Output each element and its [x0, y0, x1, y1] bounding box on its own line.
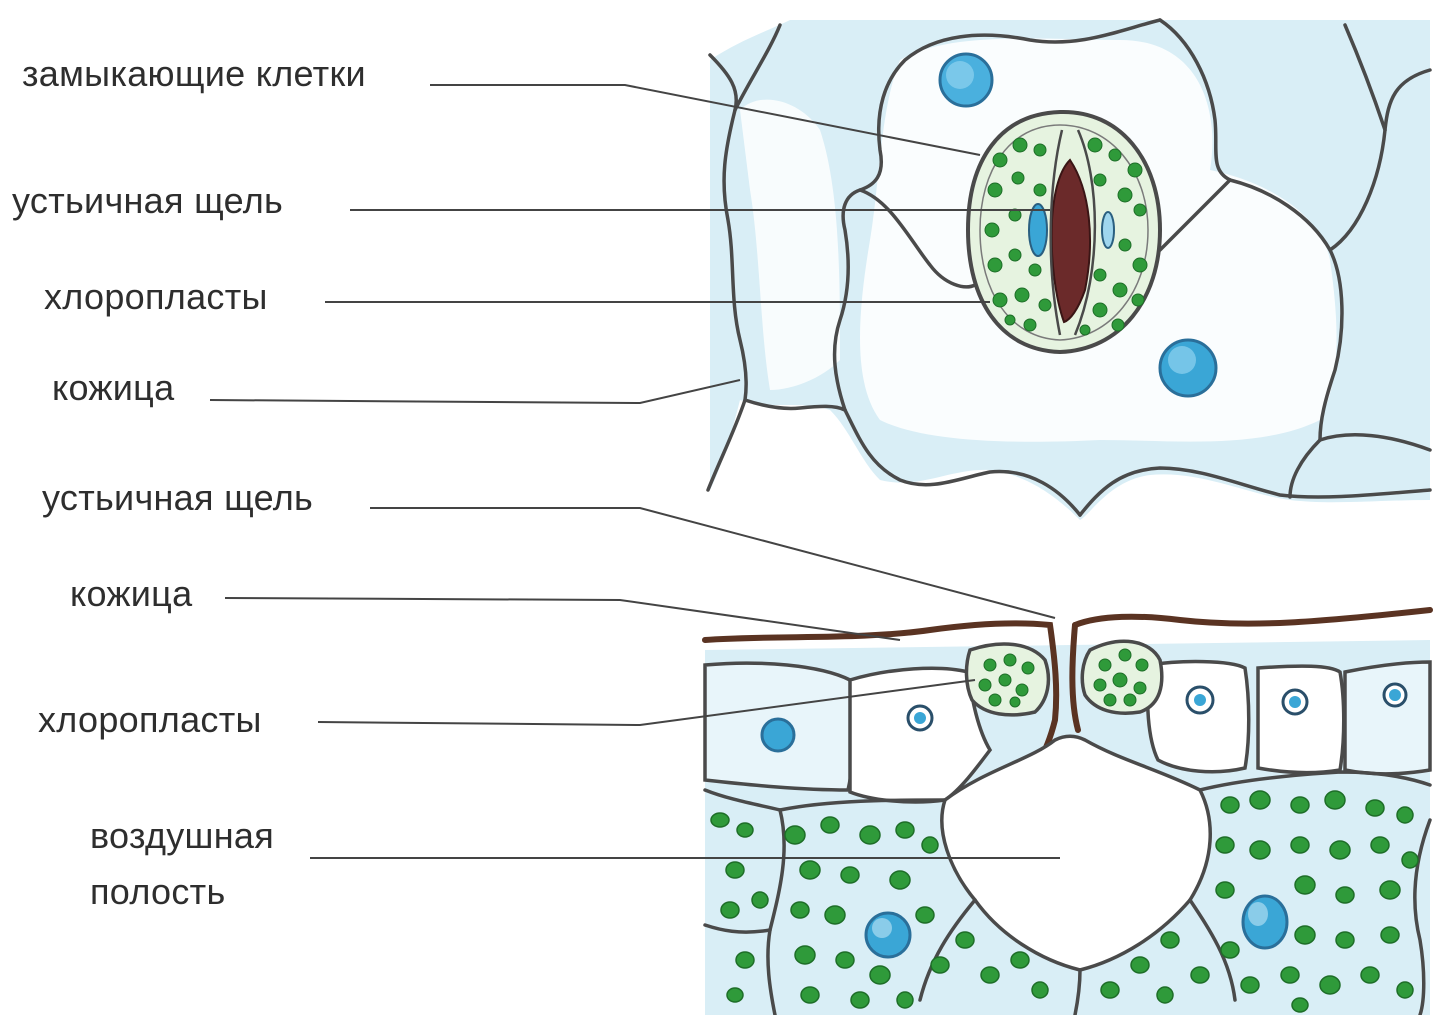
leader-line [370, 508, 1055, 618]
leader-line [210, 380, 740, 403]
leader-line [225, 598, 900, 640]
label-chloroplasts-top: хлоропласты [44, 277, 268, 317]
label-stomatal-slit-bottom: устьичная щель [42, 478, 313, 518]
cross-section [705, 610, 1430, 1015]
label-air-cavity-line1: воздушная [90, 808, 274, 864]
label-epidermis-bottom: кожица [70, 574, 192, 614]
label-air-cavity: воздушная полость [90, 808, 274, 920]
label-chloroplasts-bottom: хлоропласты [38, 700, 262, 740]
label-guard-cells: замыкающие клетки [22, 54, 366, 94]
surface-stoma [968, 112, 1160, 352]
label-stomatal-slit-top: устьичная щель [12, 181, 283, 221]
label-air-cavity-line2: полость [90, 864, 274, 920]
surface-view [708, 20, 1430, 520]
label-epidermis-top: кожица [52, 368, 174, 408]
